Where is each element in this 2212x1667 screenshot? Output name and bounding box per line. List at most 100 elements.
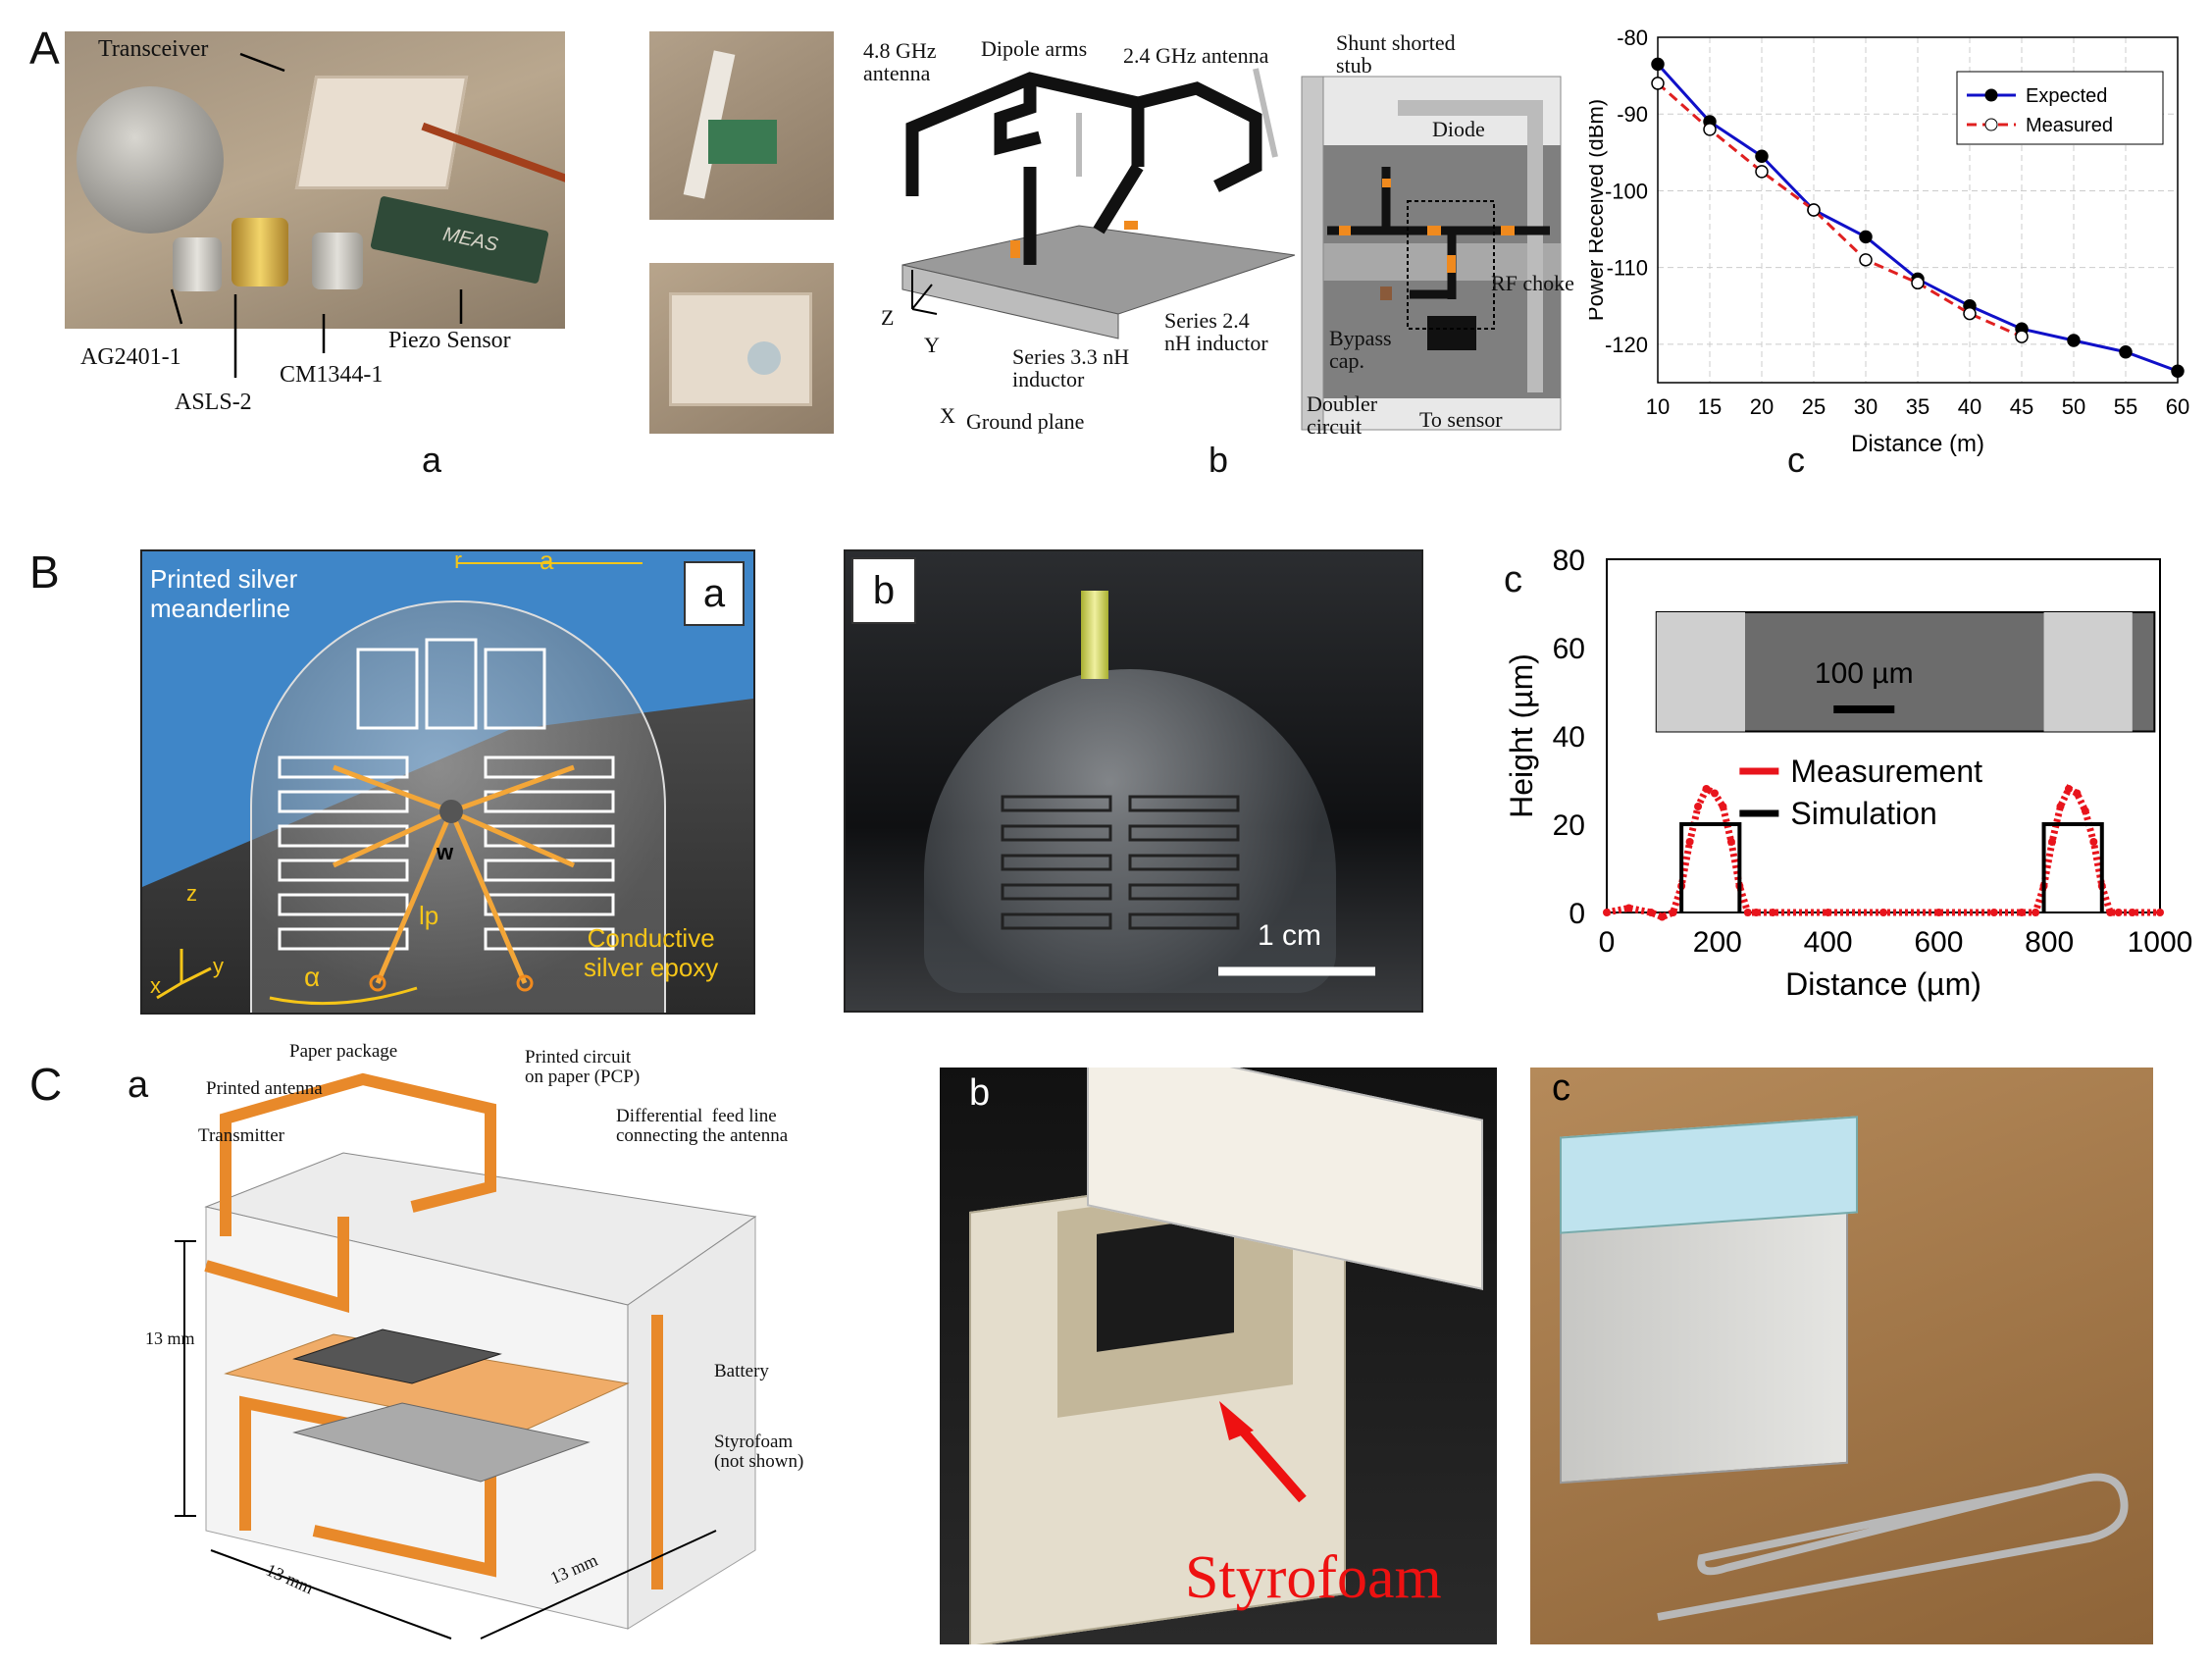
data-point-measured [1911, 276, 1925, 290]
photo-frame [669, 292, 812, 406]
label-13mm-vertical: 13 mm [145, 1328, 195, 1348]
x-tick-label: 25 [1802, 394, 1826, 419]
x-tick-label: 35 [1906, 394, 1929, 419]
label-a-dim: a [540, 549, 554, 575]
data-point-measured [1755, 165, 1769, 179]
x-tick-label: 15 [1698, 394, 1722, 419]
a-a-arrows [170, 52, 463, 378]
photo-transceiver-top [649, 31, 834, 220]
label-doubler: Doubler circuit [1307, 391, 1378, 440]
label-feedline: Differential feed line connecting the an… [616, 1106, 789, 1146]
y-axis-label: Height (µm) [1504, 653, 1539, 818]
styrofoam-arrow [1219, 1401, 1307, 1503]
label-ant24: 2.4 GHz antenna [1123, 43, 1269, 68]
sublabel-b-a: a [684, 561, 745, 626]
x-tick-label: 45 [2010, 394, 2033, 419]
photo-disc [747, 341, 781, 375]
sublabel-a-a: a [422, 440, 442, 480]
axis-b-y: y [213, 954, 224, 978]
data-point-expected [2067, 334, 2081, 347]
label-paper-package: Paper package [289, 1041, 398, 1062]
photo-green-board [708, 120, 777, 164]
sublabel-b-c: c [1504, 559, 1522, 600]
x-tick-label: 40 [1958, 394, 1981, 419]
x-tick-label: 55 [2114, 394, 2137, 419]
label-r: r [454, 549, 462, 574]
label-transceiver: Transceiver [98, 36, 209, 62]
label-dipole: Dipole arms [981, 36, 1088, 61]
series-line-measurement [1606, 784, 2160, 921]
data-point-measured [1963, 306, 1977, 321]
data-point-expected [1755, 149, 1769, 163]
data-point-measured [1651, 77, 1665, 90]
label-battery: Battery [714, 1361, 769, 1381]
data-point-measured [1807, 203, 1821, 217]
axis-x: X [940, 403, 955, 428]
can-cm1344 [312, 233, 363, 289]
label-diode: Diode [1432, 117, 1485, 141]
axis-z: Z [881, 305, 895, 330]
sublabel-a-c: c [1787, 440, 1805, 480]
legend-label: Measurement [1790, 754, 1982, 789]
x-tick-label: 0 [1599, 926, 1616, 959]
doubler-circuit-drawing [1301, 76, 1562, 431]
paperclip [1657, 1473, 2129, 1621]
series-line-measured [1657, 81, 2023, 339]
label-piezo: Piezo Sensor [388, 328, 511, 353]
meanderline-svg [156, 562, 643, 1006]
legend-marker [1984, 118, 1998, 131]
series-line-simulation [2041, 822, 2104, 912]
data-point-expected [1859, 230, 1873, 244]
printed-lines-svg [1001, 795, 1375, 976]
section-label-c: C [29, 1059, 63, 1110]
y-tick-label: -100 [1605, 179, 1648, 203]
inset-line-right [2043, 612, 2133, 732]
y-axis-label: Power Received (dBm) [1589, 99, 1608, 321]
section-label-b: B [29, 547, 60, 598]
label-alpha: α [304, 962, 321, 992]
x-tick-label: 400 [1804, 926, 1853, 959]
x-axis-label: Distance (m) [1851, 431, 1984, 457]
sublabel-c-c: c [1552, 1068, 1570, 1109]
dome-antenna-render: Printed silver meanderline r a w lp α Co… [140, 549, 755, 1015]
x-tick-label: 10 [1646, 394, 1670, 419]
label-transmitter: Transmitter [198, 1125, 284, 1146]
y-tick-label: -120 [1605, 333, 1648, 357]
photo-sensors: MEAS [65, 31, 565, 329]
y-tick-label: 40 [1553, 721, 1585, 754]
data-point-measured [2015, 330, 2029, 343]
y-tick-label: -110 [1607, 256, 1648, 281]
y-tick-label: 60 [1553, 633, 1585, 665]
coin-photo [77, 86, 224, 234]
x-tick-label: 1000 [2128, 926, 2193, 959]
legend-label: Measured [2026, 115, 2113, 136]
open-package-photo: Styrofoam b [940, 1068, 1497, 1644]
label-shunt: Shunt shorted stub [1336, 30, 1456, 78]
data-point-measured [1859, 253, 1873, 267]
can-asls2 [231, 218, 288, 287]
dome-print-photo: 1 cm b [844, 549, 1423, 1013]
x-tick-label: 30 [1854, 394, 1878, 419]
section-label-a: A [29, 23, 60, 74]
can-ag2401 [173, 237, 222, 291]
label-styrofoam-notshown: Styrofoam (not shown) [714, 1432, 804, 1472]
y-tick-label: -90 [1617, 102, 1648, 127]
axis-b-x: x [150, 973, 161, 998]
inset-scalebar-label: 100 µm [1815, 657, 1914, 690]
data-point-expected [2119, 344, 2133, 359]
label-pcp: Printed circuit on paper (PCP) [525, 1047, 641, 1087]
x-tick-label: 50 [2062, 394, 2085, 419]
sublabel-a-b: b [1209, 440, 1229, 480]
label-tosensor: To sensor [1419, 407, 1503, 432]
inset-line-left [1656, 612, 1745, 732]
x-tick-label: 60 [2166, 394, 2189, 419]
y-tick-label: 0 [1569, 898, 1585, 930]
axis-b-z: z [186, 881, 197, 906]
legend-box [1956, 71, 2164, 145]
scalebar-label: 1 cm [1258, 919, 1322, 952]
data-point-expected [1651, 57, 1665, 72]
photo-transceiver-bottom [649, 263, 834, 434]
axis-y: Y [924, 333, 940, 357]
